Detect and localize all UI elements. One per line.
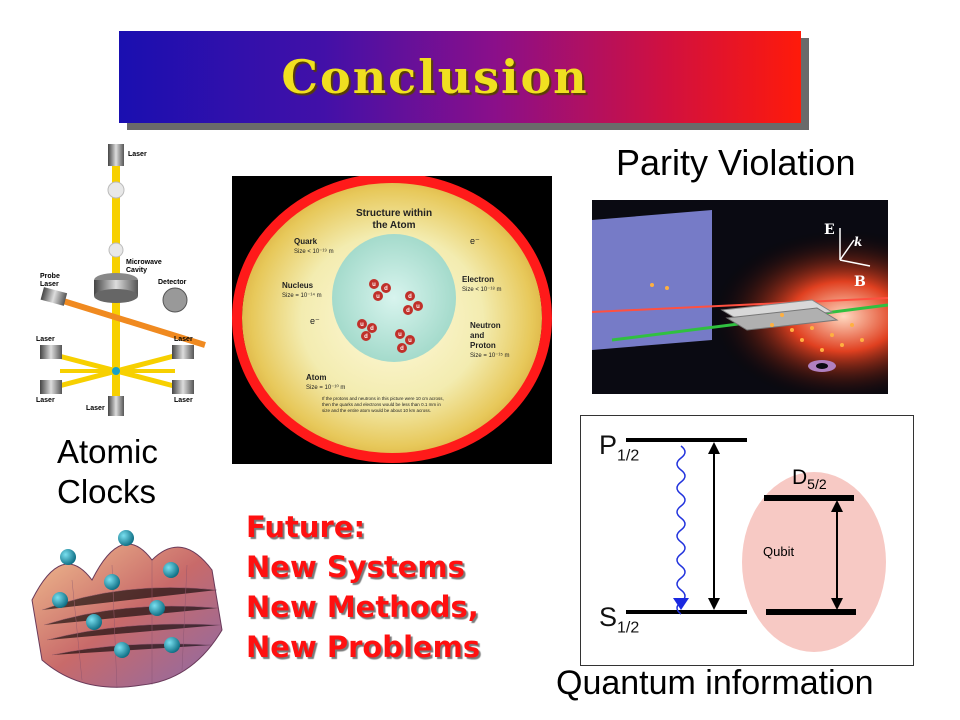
atom-dot xyxy=(112,367,120,375)
title-banner: Conclusion xyxy=(119,31,801,123)
microwave-label: Microwave xyxy=(126,259,162,266)
svg-text:d: d xyxy=(408,294,412,300)
bottom-laser-icon xyxy=(108,396,124,416)
laser-icon-ul xyxy=(40,345,62,359)
laser-label-ll: Laser xyxy=(36,397,55,404)
nucleus-size: Size = 10⁻¹⁴ m xyxy=(282,292,322,299)
lattice-atom-7 xyxy=(149,600,165,616)
atom-highlight-ring xyxy=(232,176,552,463)
nucleus-region xyxy=(332,234,456,362)
atom-footnote-1: If the protons and neutrons in this pict… xyxy=(322,396,444,401)
atom-title-2: the Atom xyxy=(373,220,416,231)
laser-icon-ll xyxy=(40,380,62,394)
cavity-bottom xyxy=(94,289,138,303)
b-field-label: B xyxy=(854,274,866,290)
k-vector-label: k xyxy=(854,235,862,249)
laser-label-lr: Laser xyxy=(174,397,193,404)
energy-level-diagram: P1/2 S1/2 D5/2 Qubit xyxy=(580,415,914,666)
qubit-label: Qubit xyxy=(763,544,795,559)
svg-text:u: u xyxy=(398,332,402,338)
probe-label: Probe xyxy=(40,273,60,280)
lattice-atom-4 xyxy=(52,592,68,608)
future-line-3: New Methods, xyxy=(246,590,479,624)
top-laser-icon xyxy=(108,144,124,166)
laser-icon-ur xyxy=(172,345,194,359)
atom-label: Atom xyxy=(306,373,326,382)
cavity-label: Cavity xyxy=(126,267,147,274)
neutron-label-1: Neutron xyxy=(470,321,501,330)
electron-symbol-2: e⁻ xyxy=(310,316,320,326)
lattice-atom-5 xyxy=(104,574,120,590)
lattice-atom-2 xyxy=(118,530,134,546)
slide-title: Conclusion xyxy=(281,50,589,104)
svg-text:u: u xyxy=(408,338,412,344)
lattice-atom-3 xyxy=(163,562,179,578)
quark-cluster: u d u d u d u d d u u d xyxy=(357,279,423,353)
svg-text:d: d xyxy=(400,346,404,352)
cloud-icon-2 xyxy=(108,242,124,258)
optical-lattice-image xyxy=(31,530,223,689)
neutron-label-3: Proton xyxy=(470,341,496,350)
p-level-label: P1/2 xyxy=(599,430,640,465)
atomic-clocks-label: Atomic Clocks xyxy=(57,432,158,512)
laser-icon-lr xyxy=(172,380,194,394)
atomic-label-line1: Atomic xyxy=(57,433,158,470)
cloud-icon-1 xyxy=(107,181,125,199)
s-level-label: S1/2 xyxy=(599,602,640,637)
electron-symbol-1: e⁻ xyxy=(470,236,480,246)
lattice-atom-6 xyxy=(86,614,102,630)
lattice-atom-9 xyxy=(114,642,130,658)
electron-size: Size < 10⁻¹⁸ m xyxy=(462,286,502,293)
field-axes xyxy=(839,228,871,267)
neutron-size: Size = 10⁻¹⁵ m xyxy=(470,352,510,359)
top-laser-label: Laser xyxy=(128,151,147,158)
svg-text:u: u xyxy=(416,304,420,310)
atom-footnote-3: size and the entire atom would be about … xyxy=(322,408,431,413)
atom-size: Size = 10⁻¹⁰ m xyxy=(306,384,345,391)
quark-label: Quark xyxy=(294,237,318,246)
svg-text:u: u xyxy=(360,322,364,328)
future-outlook-text: Future: New Systems New Methods, New Pro… xyxy=(246,507,480,667)
atom-footnote-2: then the quarks and electrons would be l… xyxy=(322,402,441,407)
detector-icon xyxy=(162,287,188,313)
svg-text:d: d xyxy=(364,334,368,340)
bottom-laser-label: Laser xyxy=(86,405,105,412)
svg-text:d: d xyxy=(406,308,410,314)
atom-title-1: Structure within xyxy=(356,208,432,219)
qubit-ellipse xyxy=(742,472,886,652)
red-beam xyxy=(592,297,888,313)
particle-spray xyxy=(650,283,864,352)
decay-wave xyxy=(676,445,686,615)
laser-label-ur: Laser xyxy=(174,336,193,343)
d-level-label: D5/2 xyxy=(792,466,827,493)
neutron-label-2: and xyxy=(470,331,484,340)
lattice-atom-1 xyxy=(60,549,76,565)
detector-label: Detector xyxy=(158,279,187,286)
e-field-label: E xyxy=(824,222,835,238)
plate-bottom xyxy=(725,307,839,331)
svg-text:u: u xyxy=(376,294,380,300)
atomic-label-line2: Clocks xyxy=(57,473,157,510)
svg-text:u: u xyxy=(372,282,376,288)
probe-laser-icon xyxy=(40,287,68,306)
future-line-1: Future: xyxy=(246,510,366,544)
quark-size: Size < 10⁻¹⁹ m xyxy=(294,248,334,255)
quantum-information-label: Quantum information xyxy=(556,664,874,702)
future-line-4: New Problems xyxy=(246,630,481,664)
laser-label-ul: Laser xyxy=(36,336,55,343)
electron-label: Electron xyxy=(462,275,494,284)
lattice-atom-8 xyxy=(164,637,180,653)
atom-structure-image: Structure within the Atom Quark Size < 1… xyxy=(232,176,552,464)
nucleus-label: Nucleus xyxy=(282,281,314,290)
parity-violation-label: Parity Violation xyxy=(616,142,856,183)
svg-text:d: d xyxy=(370,326,374,332)
parity-violation-image: E k B xyxy=(592,200,888,394)
future-line-2: New Systems xyxy=(246,550,465,584)
probe-laser-beam xyxy=(59,297,206,348)
probe-laser-label: Laser xyxy=(40,281,59,288)
decay-arrowhead xyxy=(673,598,689,610)
svg-text:d: d xyxy=(384,286,388,292)
atomic-clock-diagram: Laser Microwave Cavity Probe Laser Detec… xyxy=(36,144,206,416)
